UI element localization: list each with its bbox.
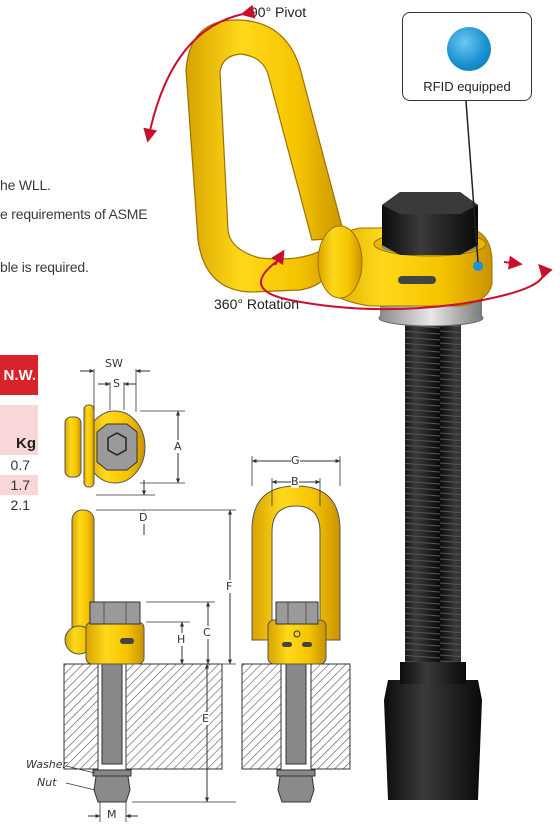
dim-label: A — [174, 440, 182, 453]
washer-label: Washer — [26, 758, 68, 771]
dim-label: B — [291, 475, 299, 488]
dim-label: C — [203, 626, 211, 639]
rfid-tag-icon — [447, 27, 491, 71]
dim-label: SW — [104, 357, 124, 370]
rfid-callout — [402, 12, 532, 101]
dim-label: M — [107, 808, 117, 821]
rotation-label: 360° Rotation — [214, 296, 299, 312]
dim-label: F — [226, 580, 233, 593]
dim-label: S — [113, 377, 120, 390]
table-unit-cell: Kg — [0, 405, 38, 455]
note-line-1: he WLL. — [0, 177, 51, 193]
front-view-drawing — [241, 456, 351, 803]
lifting-ring — [185, 19, 346, 293]
nut-label: Nut — [37, 776, 57, 789]
note-line-2: e requirements of ASME — [0, 206, 148, 222]
rotation-arrow-front — [259, 261, 553, 311]
table-header: N.W. — [0, 355, 38, 395]
table-header-label: N.W. — [3, 367, 37, 384]
side-view-drawing — [63, 480, 236, 822]
dim-label: D — [139, 511, 148, 524]
pivot-label: 90° Pivot — [250, 4, 307, 20]
dim-label: E — [202, 712, 209, 725]
bolt-shaft — [405, 300, 461, 690]
bolt-bottom-hex — [384, 680, 482, 800]
table-body: 0.7 1.7 2.1 — [0, 455, 38, 515]
table-value: 1.7 — [0, 475, 38, 495]
table-value: 2.1 — [10, 497, 30, 513]
dim-label: G — [291, 454, 300, 467]
table-value: 0.7 — [10, 457, 30, 473]
note-line-3: ble is required. — [0, 259, 89, 275]
table-unit: Kg — [16, 435, 36, 452]
rfid-label: RFID equipped — [423, 79, 511, 94]
pivot-arrow — [143, 4, 256, 143]
top-view-drawing — [64, 369, 185, 488]
dim-label: H — [177, 633, 186, 646]
